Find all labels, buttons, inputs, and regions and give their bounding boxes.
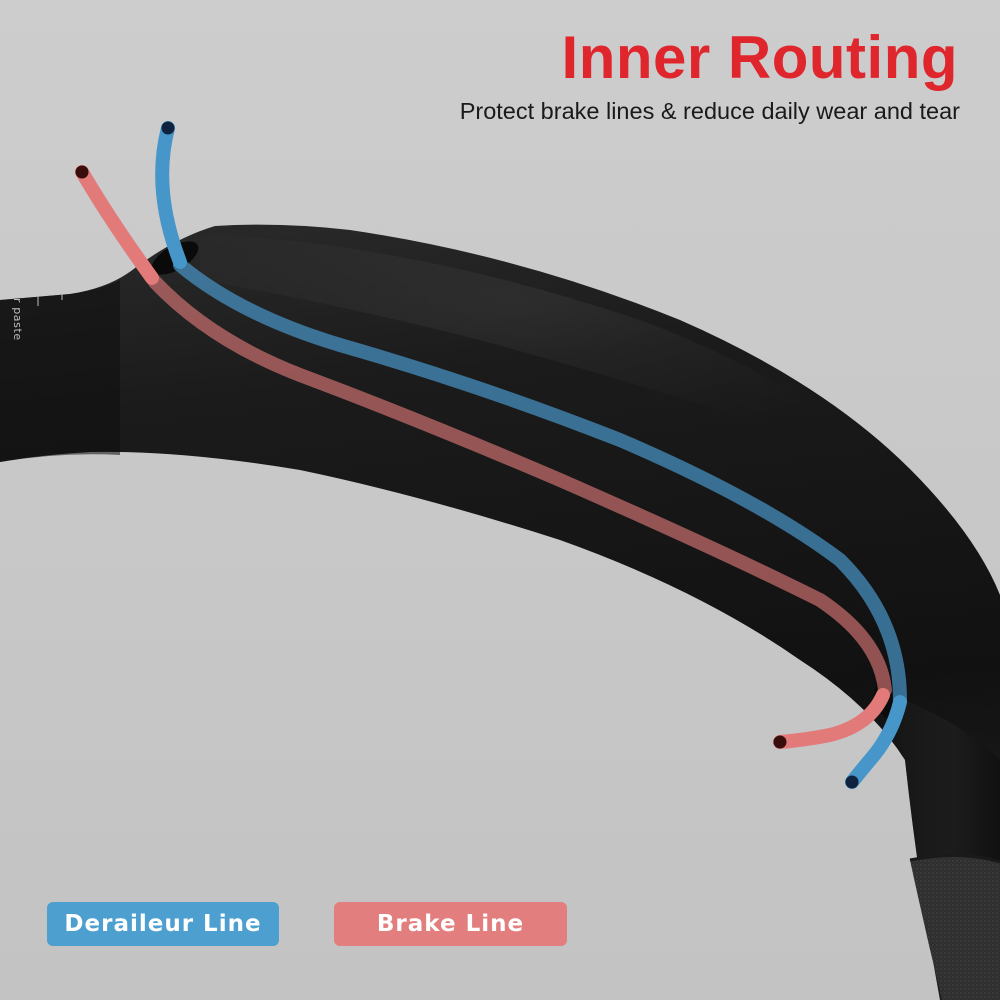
brake-line-label: Brake Line <box>376 911 525 937</box>
derailleur-line-label: Deraileur Line <box>64 911 262 937</box>
derailleur-line-badge: Deraileur Line <box>47 902 279 946</box>
bar-tape <box>910 855 1000 1000</box>
page-title: Inner Routing <box>561 24 958 91</box>
derailleur-cable-icon <box>161 121 175 135</box>
handlebar-marking: r paste <box>11 298 24 341</box>
brake-line-internal <box>148 275 892 697</box>
brake-line-entry <box>75 165 159 285</box>
handlebar-sheen <box>200 235 900 470</box>
derailleur-line-internal <box>173 258 907 707</box>
page-subtitle: Protect brake lines & reduce daily wear … <box>459 98 960 124</box>
brake-line-exit <box>773 688 890 749</box>
derailleur-line-exit <box>845 695 907 789</box>
brake-line-badge: Brake Line <box>334 902 567 946</box>
svg-text:r paste: r paste <box>11 298 24 341</box>
brake-cable-icon <box>75 165 89 179</box>
derailleur-line-entry <box>155 121 187 269</box>
